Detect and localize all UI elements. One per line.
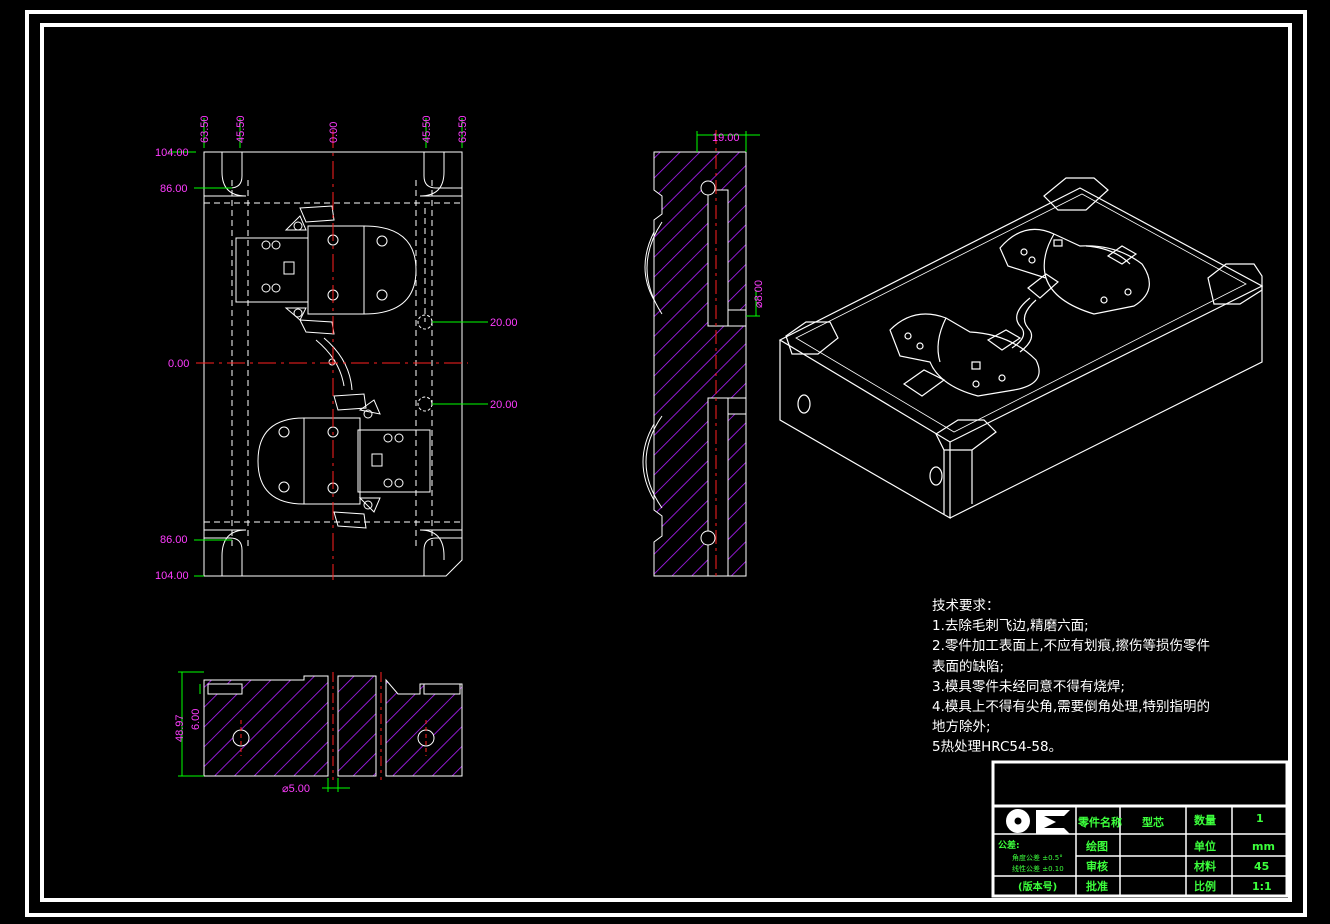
outer-frame bbox=[25, 10, 1307, 917]
dim-y-86-top: 86.00 bbox=[160, 183, 188, 195]
tech-requirement-line: 4.模具上不得有尖角,需要倒角处理,特别指明的 bbox=[932, 699, 1210, 716]
dim-x-45-50-left: 45.50 bbox=[235, 115, 247, 143]
tech-requirement-line: 1.去除毛刺飞边,精磨六面; bbox=[932, 618, 1089, 635]
dim-y-origin: 0.00 bbox=[168, 358, 189, 370]
label-drawing: 绘图 bbox=[1086, 839, 1108, 853]
side-view-leaders bbox=[696, 131, 760, 317]
company-logo bbox=[1006, 809, 1070, 834]
dim-y-104-bottom: 104.00 bbox=[155, 570, 189, 582]
dim-side-hole: ⌀8.00 bbox=[753, 280, 765, 308]
label-part-name: 零件名称 bbox=[1077, 815, 1122, 829]
tolerance-linear: 线性公差 ±0.10 bbox=[1012, 864, 1064, 873]
inner-frame bbox=[40, 23, 1292, 902]
dim-x-63-50-right: 63.50 bbox=[457, 115, 469, 143]
value-unit: mm bbox=[1252, 840, 1275, 853]
dim-front-height-step: 6.00 bbox=[190, 709, 202, 730]
label-scale: 比例 bbox=[1194, 879, 1216, 893]
side-section-view bbox=[642, 130, 747, 580]
label-version: (版本号) bbox=[1018, 880, 1057, 893]
value-quantity: 1 bbox=[1256, 812, 1264, 825]
dim-front-height-total: 48.97 bbox=[174, 714, 186, 742]
label-material: 材料 bbox=[1194, 859, 1216, 873]
dim-hole-upper: 20.00 bbox=[490, 317, 518, 329]
technical-requirements: 技术要求： 1.去除毛刺飞边,精磨六面; 2.零件加工表面上,不应有划痕,擦伤等… bbox=[932, 596, 1272, 758]
front-section-view bbox=[203, 672, 463, 780]
dim-x-63-50-left: 63.50 bbox=[199, 115, 211, 143]
label-unit: 单位 bbox=[1194, 839, 1216, 853]
tech-requirement-line: 2.零件加工表面上,不应有划痕,擦伤等损伤零件 bbox=[932, 638, 1210, 655]
dim-x-origin: 0.00 bbox=[328, 122, 340, 143]
dim-x-45-50-right: 45.50 bbox=[421, 115, 433, 143]
label-tolerance: 公差: bbox=[998, 839, 1020, 851]
label-review: 审核 bbox=[1086, 859, 1108, 873]
tech-requirement-line: 3.模具零件未经同意不得有烧焊; bbox=[932, 678, 1125, 695]
tech-requirement-line: 表面的缺陷; bbox=[932, 658, 1005, 675]
dim-side-width: 19.00 bbox=[712, 132, 740, 144]
label-quantity: 数量 bbox=[1194, 813, 1216, 827]
tech-requirement-line: 5热处理HRC54-58。 bbox=[932, 739, 1063, 756]
value-material: 45 bbox=[1254, 860, 1269, 873]
value-scale: 1:1 bbox=[1252, 880, 1272, 893]
dim-hole-lower: 20.00 bbox=[490, 399, 518, 411]
dim-y-86-bottom: 86.00 bbox=[160, 534, 188, 546]
top-view bbox=[203, 151, 463, 577]
top-view-dimension-leaders bbox=[168, 118, 488, 577]
title-block bbox=[991, 760, 1289, 898]
value-part-name: 型芯 bbox=[1142, 815, 1164, 829]
isometric-view bbox=[778, 177, 1264, 520]
dim-front-hole: ⌀5.00 bbox=[282, 783, 310, 795]
tolerance-angle: 角度公差 ±0.5° bbox=[1012, 853, 1063, 862]
label-approve: 批准 bbox=[1086, 879, 1108, 893]
front-view-leaders bbox=[178, 671, 350, 792]
dim-y-104-top: 104.00 bbox=[155, 147, 189, 159]
tech-requirements-title: 技术要求： bbox=[932, 598, 1000, 614]
tech-requirement-line: 地方除外; bbox=[932, 719, 991, 736]
